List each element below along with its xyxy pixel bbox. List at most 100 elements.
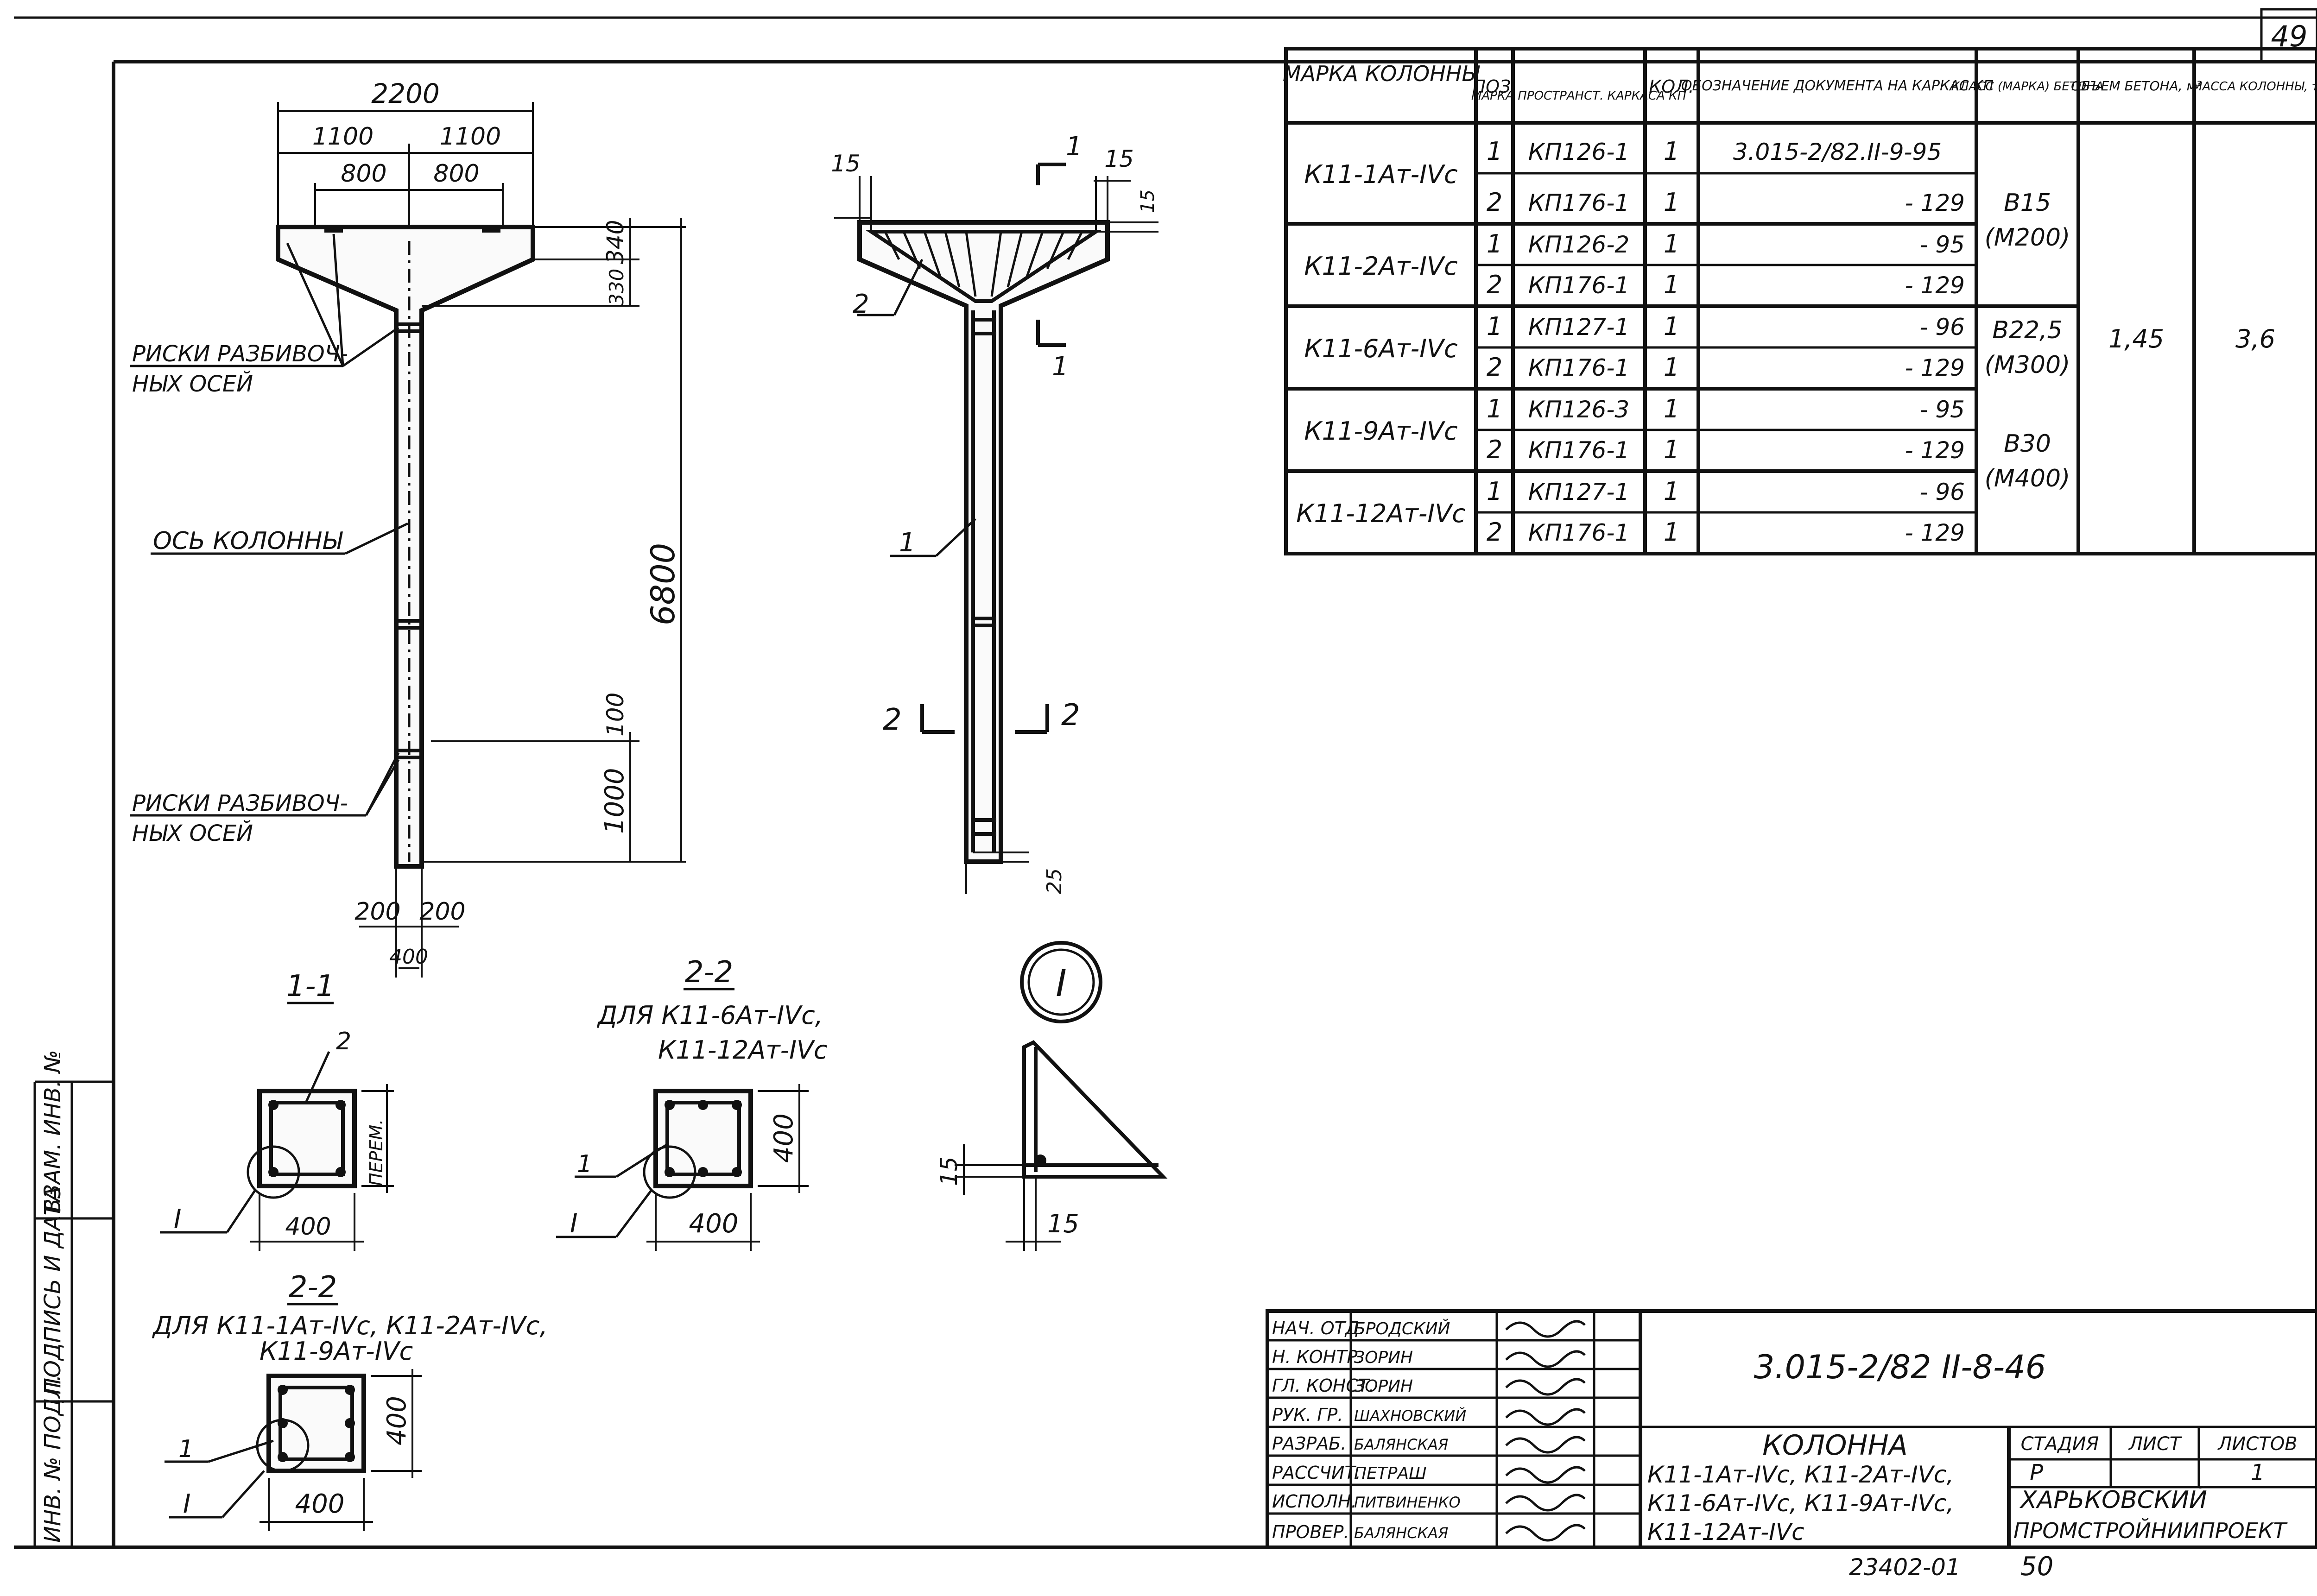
name-7: ПИТВИНЕНКО <box>1354 1494 1461 1511</box>
name-4: ШАХНОВСКИЙ <box>1354 1407 1466 1425</box>
role-8: ПРОВЕР. <box>1272 1522 1349 1542</box>
row5-doc2: - 129 <box>1905 519 1965 546</box>
th-pos: ПОЗ. <box>1473 76 1517 97</box>
dim-800-left: 800 <box>341 160 386 188</box>
s22a-dim-side: 400 <box>769 1113 799 1163</box>
strip-label-replace: ВЗАМ. ИНВ. № <box>40 1050 66 1214</box>
row3-qty1: 1 <box>1664 312 1679 341</box>
cut-1-bottom: 1 <box>1052 352 1069 382</box>
role-6: РАССЧИТ. <box>1272 1463 1361 1483</box>
rv-dim-25: 25 <box>1043 868 1066 894</box>
label-marks-top-line2: НЫХ ОСЕЙ <box>132 371 253 397</box>
s22b-detail-I: I <box>183 1489 191 1519</box>
dim-200-right: 200 <box>419 898 465 926</box>
row4-kp2: КП176-1 <box>1528 437 1629 464</box>
product-line-2: К11-6Ат-IVс, К11-9Ат-IVс, <box>1647 1490 1954 1517</box>
s22b-title: 2-2 <box>289 1270 337 1305</box>
name-3: ЗОРИН <box>1354 1377 1413 1396</box>
s22b-sub1: ДЛЯ К11-1Ат-IVс, К11-2Ат-IVс, <box>152 1311 548 1340</box>
concrete-3-class: В30 <box>2004 430 2051 458</box>
row1-qty2: 1 <box>1664 188 1679 217</box>
sheets-value: 1 <box>2251 1460 2265 1486</box>
cage-ties <box>884 231 1083 297</box>
dim-2200: 2200 <box>371 78 440 109</box>
s22a-sub2: К11-12Ат-IVс <box>658 1035 828 1065</box>
stage-value: Р <box>2030 1460 2043 1486</box>
role-7: ИСПОЛН. <box>1272 1491 1357 1512</box>
th-volume: ОБЪЕМ БЕТОНА, м³ <box>2071 78 2202 94</box>
s11-title: 1-1 <box>286 969 335 1003</box>
section-2-2-b: 2-2 ДЛЯ К11-1Ат-IVс, К11-2Ат-IVс, К11-9А… <box>152 1270 548 1531</box>
row1-doc1: 3.015-2/82.II-9-95 <box>1733 139 1942 165</box>
archive-page: 50 <box>2020 1552 2053 1582</box>
th-qty: КОЛ. <box>1649 76 1694 97</box>
th-concrete: КЛАСС (МАРКА) БЕТОНА <box>1951 80 2103 94</box>
spec-table: МАРКА КОЛОННЫ ПОЗ. МАРКА ПРОСТРАНСТ. КАР… <box>1283 47 2317 555</box>
dim-200-left: 200 <box>355 898 400 926</box>
rv-pos-1: 1 <box>899 528 916 558</box>
name-1: БРОДСКИЙ <box>1354 1319 1450 1338</box>
role-5: РАЗРАБ. <box>1272 1433 1346 1454</box>
concrete-3-mark: (М400) <box>1985 465 2070 492</box>
row2-kp2: КП176-1 <box>1528 272 1629 299</box>
name-8: БАЛЯНСКАЯ <box>1354 1524 1448 1542</box>
row2-kp1: КП126-2 <box>1528 231 1629 258</box>
label-marks-bottom-line1: РИСКИ РАЗБИВОЧ- <box>132 790 348 816</box>
row1-mark: К11-1Ат-IVс <box>1304 160 1457 189</box>
concrete-1-mark: (М200) <box>1985 224 2070 252</box>
concrete-1-class: В15 <box>2004 189 2051 217</box>
dim-100: 100 <box>602 693 629 737</box>
dim-400: 400 <box>389 945 428 969</box>
s22a-detail-I: I <box>570 1209 578 1239</box>
row1-kp1: КП126-1 <box>1528 139 1629 165</box>
node-dim-15-h: 15 <box>1047 1209 1079 1238</box>
row4-pos2: 2 <box>1487 435 1502 464</box>
section-2-2-a: 2-2 ДЛЯ К11-6Ат-IVс, К11-12Ат-IVс 1 400 … <box>556 955 828 1251</box>
row3-kp2: КП176-1 <box>1528 354 1629 381</box>
rv-dim-15-right: 15 <box>1104 145 1134 172</box>
row3-pos1: 1 <box>1487 312 1502 341</box>
s11-dim-400: 400 <box>285 1213 331 1241</box>
s11-dim-var: ПЕРЕМ. <box>366 1119 386 1186</box>
row2-pos2: 2 <box>1487 270 1502 299</box>
dim-1000: 1000 <box>600 768 630 834</box>
node-I-label: I <box>1056 962 1067 1005</box>
row2-doc2: - 129 <box>1905 272 1965 299</box>
row2-qty2: 1 <box>1664 270 1679 299</box>
detail-node-I: I 15 15 <box>936 941 1168 1251</box>
row4-doc2: - 129 <box>1905 437 1965 464</box>
row4-pos1: 1 <box>1487 394 1502 423</box>
th-kp-text: МАРКА ПРОСТРАНСТ. КАРКАСА КП <box>1471 89 1686 103</box>
th-mass: МАССА КОЛОННЫ, т <box>2192 80 2317 94</box>
role-3: ГЛ. КОНСТ. <box>1272 1375 1374 1396</box>
role-4: РУК. ГР. <box>1272 1405 1343 1425</box>
th-kp: МАРКА ПРОСТРАНСТ. КАРКАСА КП <box>1471 89 1686 103</box>
row1-doc2: - 129 <box>1905 189 1965 216</box>
row2-mark: К11-2Ат-IVс <box>1304 252 1457 281</box>
row5-doc1: - 96 <box>1919 479 1965 505</box>
row5-mark: К11-12Ат-IVс <box>1296 499 1466 528</box>
dim-6800: 6800 <box>644 543 682 625</box>
row1-kp2: КП176-1 <box>1528 189 1629 216</box>
title-block: НАЧ. ОТД. Н. КОНТР. ГЛ. КОНСТ. РУК. ГР. … <box>1266 1309 2317 1549</box>
row5-kp1: КП127-1 <box>1528 479 1629 505</box>
sheet-label: ЛИСТ <box>2128 1433 2183 1455</box>
row4-qty2: 1 <box>1664 435 1679 464</box>
row4-mark: К11-9Ат-IVс <box>1304 416 1457 446</box>
archive-code: 23402-01 <box>1849 1554 1961 1581</box>
role-1: НАЧ. ОТД. <box>1272 1318 1365 1338</box>
dim-800-right: 800 <box>433 160 479 188</box>
product-title: КОЛОННА <box>1762 1429 1907 1462</box>
dim-330: 330 <box>605 269 628 306</box>
row5-pos2: 2 <box>1487 517 1502 547</box>
label-column-axis: ОСЬ КОЛОННЫ <box>153 527 343 555</box>
concrete-2-class: В22,5 <box>1992 316 2062 344</box>
column-reinforcement: 15 15 15 25 1 1 2 2 2 1 <box>831 132 1158 894</box>
s22a-sub1: ДЛЯ К11-6Ат-IVс, <box>597 1001 823 1030</box>
dim-1100-left: 1100 <box>312 123 374 151</box>
row5-kp2: КП176-1 <box>1528 519 1629 546</box>
cut-1-top: 1 <box>1066 132 1083 162</box>
s22b-sub2: К11-9Ат-IVс <box>260 1337 413 1366</box>
left-stamp-strip: ВЗАМ. ИНВ. № ПОДПИСЬ И ДАТА ИНВ. № ПОДЛ. <box>33 1050 114 1547</box>
